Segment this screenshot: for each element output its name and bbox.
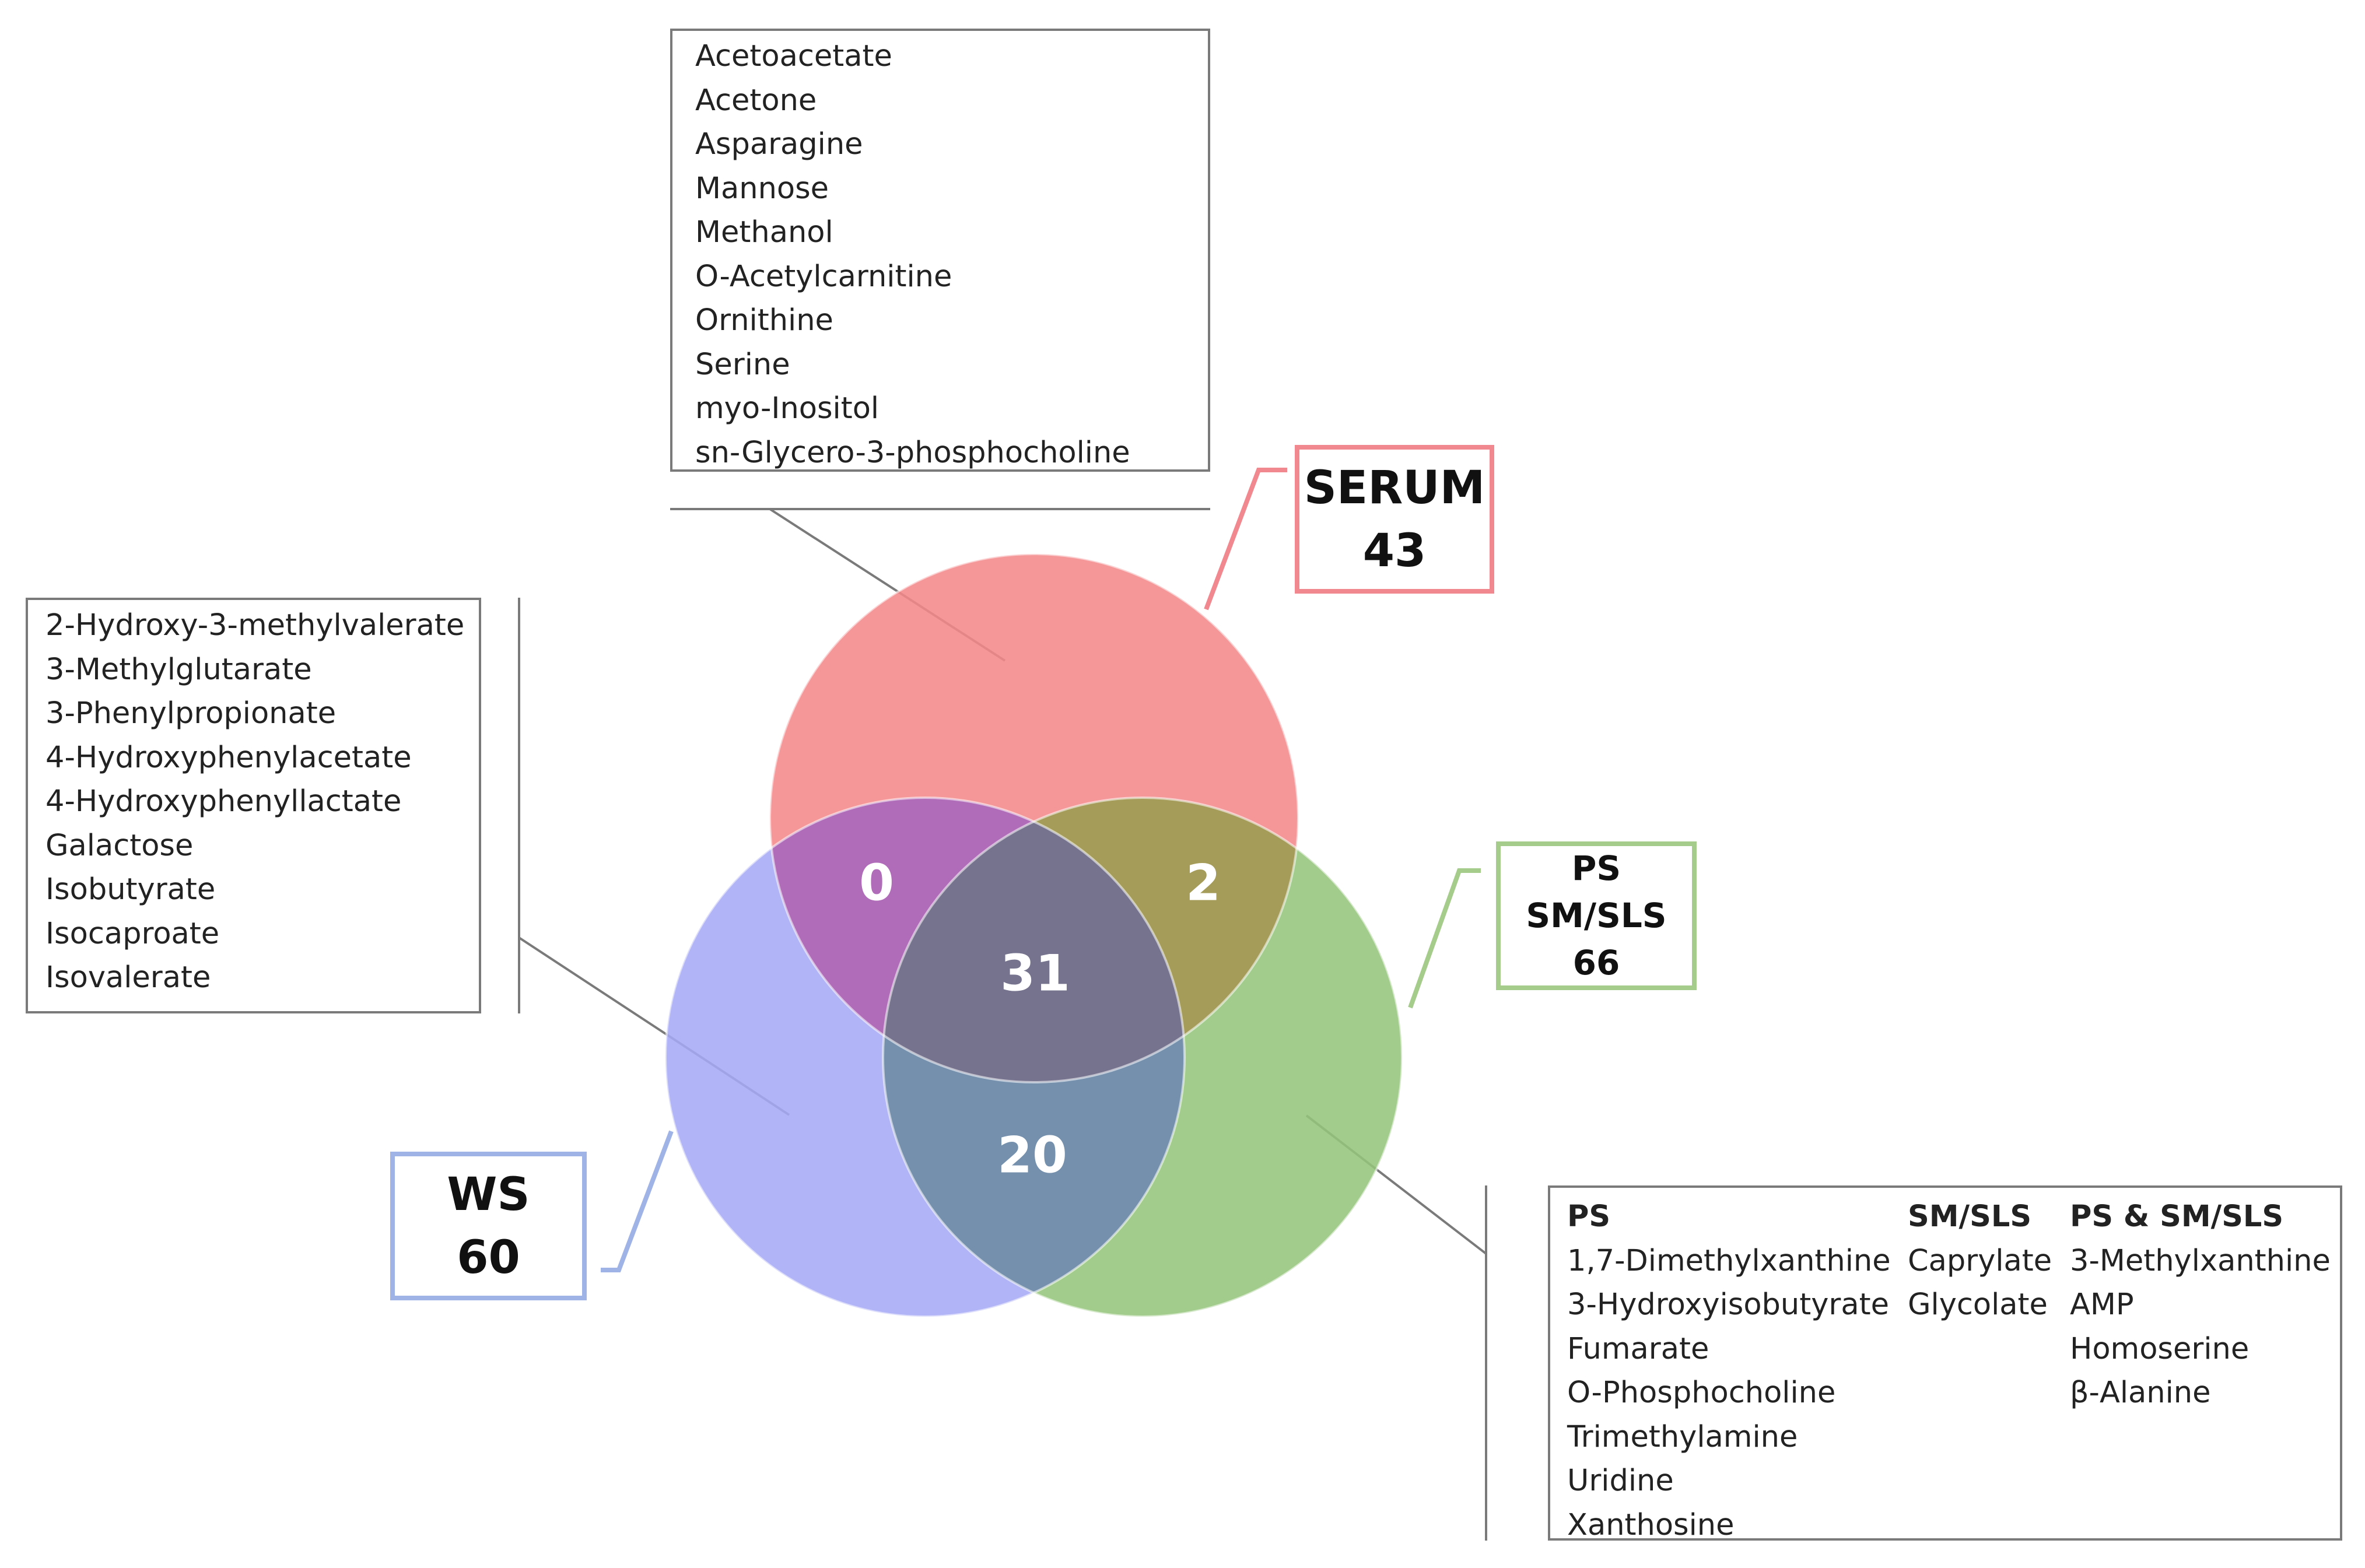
- list-item: 3-Methylglutarate: [45, 652, 312, 687]
- set-name: PS: [1571, 848, 1621, 888]
- serum-set-label: SERUM 43: [1295, 445, 1494, 594]
- list-item: Isovalerate: [45, 960, 211, 995]
- column-header: SM/SLS: [1908, 1199, 2032, 1234]
- smsls-column: SM/SLS Caprylate Glycolate: [1908, 1195, 2052, 1327]
- count-serum-ps: 2: [1186, 854, 1221, 912]
- count-all-three: 31: [1000, 944, 1070, 1002]
- ps-set-label: PS SM/SLS 66: [1496, 841, 1697, 990]
- list-item: Galactose: [45, 828, 194, 863]
- list-item: Fumarate: [1567, 1331, 1709, 1366]
- set-count: 43: [1362, 524, 1427, 577]
- list-item: 1,7-Dimethylxanthine: [1567, 1243, 1891, 1278]
- list-item: sn-Glycero-3-phosphocholine: [695, 435, 1130, 470]
- list-item: Isobutyrate: [45, 872, 216, 907]
- list-item: 3-Phenylpropionate: [45, 696, 337, 731]
- count-ws-ps: 20: [997, 1126, 1067, 1184]
- list-item: O-Phosphocholine: [1567, 1376, 1836, 1410]
- ps-label-connector: [1408, 868, 1481, 1009]
- list-item: Methanol: [695, 215, 833, 250]
- list-item: Trimethylamine: [1567, 1419, 1798, 1454]
- count-serum-ws: 0: [859, 854, 894, 912]
- list-item: AMP: [2070, 1288, 2134, 1322]
- set-name: SERUM: [1304, 461, 1485, 514]
- list-item: Mannose: [695, 171, 829, 206]
- set-name-secondary: SM/SLS: [1526, 896, 1667, 935]
- list-item: Xanthosine: [1567, 1507, 1735, 1542]
- ps-column: PS 1,7-Dimethylxanthine 3-Hydroxyisobuty…: [1567, 1195, 1891, 1547]
- list-item: Acetoacetate: [695, 39, 892, 73]
- set-count: 66: [1572, 943, 1620, 983]
- list-item: Serine: [695, 347, 790, 382]
- set-name: WS: [447, 1168, 530, 1221]
- list-item: O-Acetylcarnitine: [695, 259, 952, 294]
- list-item: Glycolate: [1908, 1288, 2048, 1322]
- list-item: Acetone: [695, 83, 817, 118]
- ws-set-label: WS 60: [390, 1152, 587, 1300]
- ws-only-list-box: 2-Hydroxy-3-methylvalerate 3-Methylgluta…: [26, 598, 481, 1013]
- serum-label-connector: [1204, 468, 1287, 611]
- all-three-overlap: [883, 798, 1185, 1082]
- list-item: β-Alanine: [2070, 1376, 2211, 1410]
- list-item: 4-Hydroxyphenylacetate: [45, 740, 412, 775]
- column-header: PS & SM/SLS: [2070, 1199, 2284, 1234]
- column-header: PS: [1567, 1199, 1611, 1234]
- list-item: Uridine: [1567, 1464, 1674, 1498]
- list-item: 2-Hydroxy-3-methylvalerate: [45, 608, 465, 643]
- list-item: 3-Hydroxyisobutyrate: [1567, 1288, 1890, 1322]
- list-item: Homoserine: [2070, 1331, 2250, 1366]
- list-item: Isocaproate: [45, 916, 220, 951]
- set-count: 60: [457, 1231, 520, 1284]
- ws-label-connector: [601, 1130, 674, 1272]
- list-item: 3-Methylxanthine: [2070, 1243, 2331, 1278]
- serum-only-list-box: Acetoacetate Acetone Asparagine Mannose …: [670, 29, 1210, 472]
- list-item: myo-Inositol: [695, 391, 880, 426]
- ps-and-smsls-column: PS & SM/SLS 3-Methylxanthine AMP Homoser…: [2070, 1195, 2331, 1415]
- list-item: Caprylate: [1908, 1243, 2052, 1278]
- list-item: Asparagine: [695, 127, 863, 162]
- ps-only-list-box: PS 1,7-Dimethylxanthine 3-Hydroxyisobuty…: [1548, 1185, 2342, 1542]
- list-item: Ornithine: [695, 303, 833, 338]
- list-item: 4-Hydroxyphenyllactate: [45, 784, 402, 819]
